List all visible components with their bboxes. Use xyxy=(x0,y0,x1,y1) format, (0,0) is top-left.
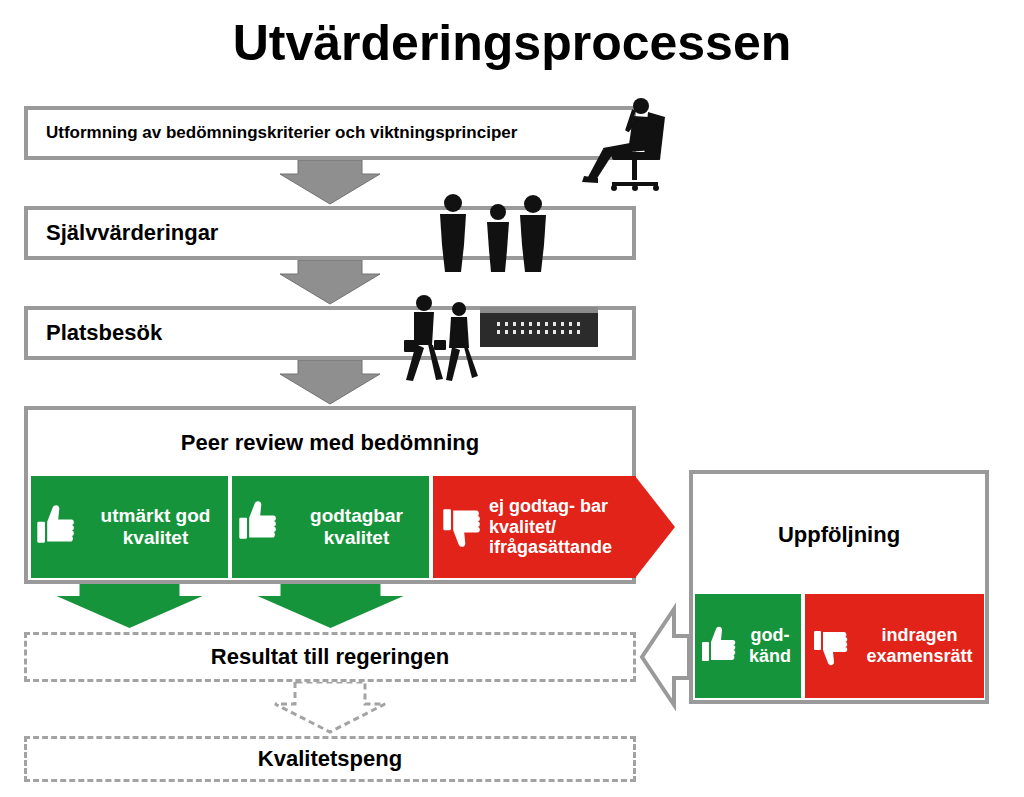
flow-arrow xyxy=(280,160,380,204)
outcome-box: Kvalitetspeng xyxy=(24,736,636,782)
rating-box: godtagbar kvalitet xyxy=(232,476,429,578)
rating-box: ej godtag- bar kvalitet/ ifrågasättande xyxy=(433,476,636,578)
box-label: utmärkt god kvalitet xyxy=(86,505,226,549)
process-box: Utformning av bedömningskriterier och vi… xyxy=(24,106,636,160)
box-label: godtagbar kvalitet xyxy=(287,505,427,549)
seated-person-figure xyxy=(582,98,665,191)
flow-arrow xyxy=(634,476,675,578)
thumb-up-icon xyxy=(702,627,735,661)
box-label: ej godtag- bar kvalitet/ ifrågasättande xyxy=(489,496,627,558)
diagram-title: Utvärderingsprocessen xyxy=(0,12,1024,74)
flow-arrow xyxy=(280,360,380,404)
process-box: Självvärderingar xyxy=(24,206,636,260)
thumb-up-icon xyxy=(239,501,276,539)
group-box: Uppföljning god- känd indragen examensrätt xyxy=(689,470,989,704)
thumb-up-icon xyxy=(37,505,74,543)
thumb-down-icon xyxy=(443,509,480,547)
box-label: god- känd xyxy=(740,625,800,666)
thumb-down-icon xyxy=(814,631,847,665)
people-group-figure xyxy=(440,194,546,272)
group-box: Peer review med bedömning utmärkt god kva… xyxy=(24,406,636,584)
rating-box: utmärkt god kvalitet xyxy=(31,476,228,578)
flow-arrow xyxy=(258,578,404,628)
flow-arrow xyxy=(280,260,380,304)
rating-box: indragen examensrätt xyxy=(805,594,984,698)
flow-arrow xyxy=(275,682,385,732)
box-label: Platsbesök xyxy=(46,320,162,346)
box-label: Kvalitetspeng xyxy=(258,746,402,772)
outcome-box: Resultat till regeringen xyxy=(24,632,636,682)
box-label: Utformning av bedömningskriterier och vi… xyxy=(46,123,517,143)
box-label: Uppföljning xyxy=(693,522,985,548)
rating-box: god- känd xyxy=(695,594,801,698)
process-box: Platsbesök xyxy=(24,306,636,360)
flow-arrow xyxy=(642,609,689,705)
box-label: Peer review med bedömning xyxy=(28,430,632,456)
building-figure xyxy=(480,307,598,347)
walking-people-figure xyxy=(404,295,478,381)
flow-arrow xyxy=(57,578,203,628)
box-label: Resultat till regeringen xyxy=(211,644,449,670)
box-label: indragen examensrätt xyxy=(857,625,983,666)
box-label: Självvärderingar xyxy=(46,220,218,246)
